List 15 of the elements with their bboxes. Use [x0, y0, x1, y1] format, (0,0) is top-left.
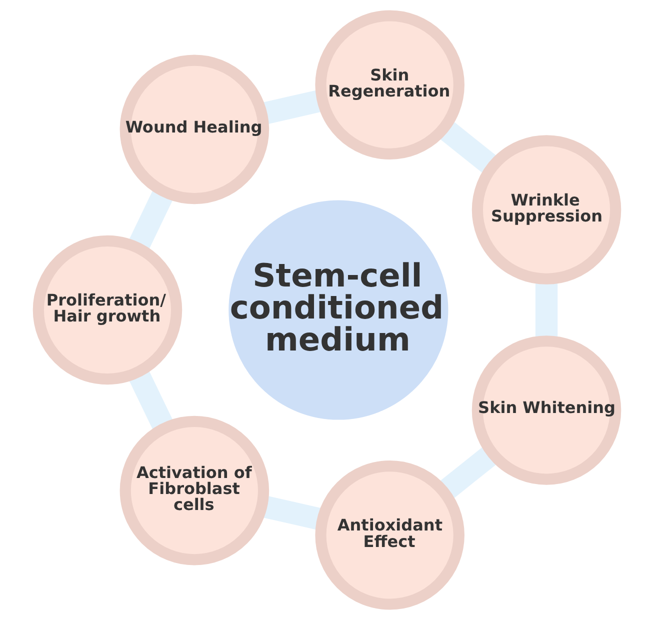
node-circle: Skin Whitening [472, 336, 622, 485]
node-circle: Wound Healing [120, 54, 270, 204]
node-circle: Proliferation/ Hair growth [32, 235, 182, 385]
node-circle: Skin Regeneration [315, 10, 464, 160]
node-circle: Stem-cell conditioned medium [228, 200, 448, 420]
connector [262, 90, 322, 124]
connector [262, 496, 322, 530]
connector [439, 121, 498, 174]
connector [439, 446, 498, 500]
connector [128, 189, 174, 250]
connector [535, 281, 558, 338]
node-circle: Antioxidant Effect [315, 460, 464, 610]
node-circle: Activation of Fibroblast cells [120, 416, 270, 566]
connector [128, 370, 174, 431]
node-circle: Wrinkle Suppression [472, 135, 622, 284]
